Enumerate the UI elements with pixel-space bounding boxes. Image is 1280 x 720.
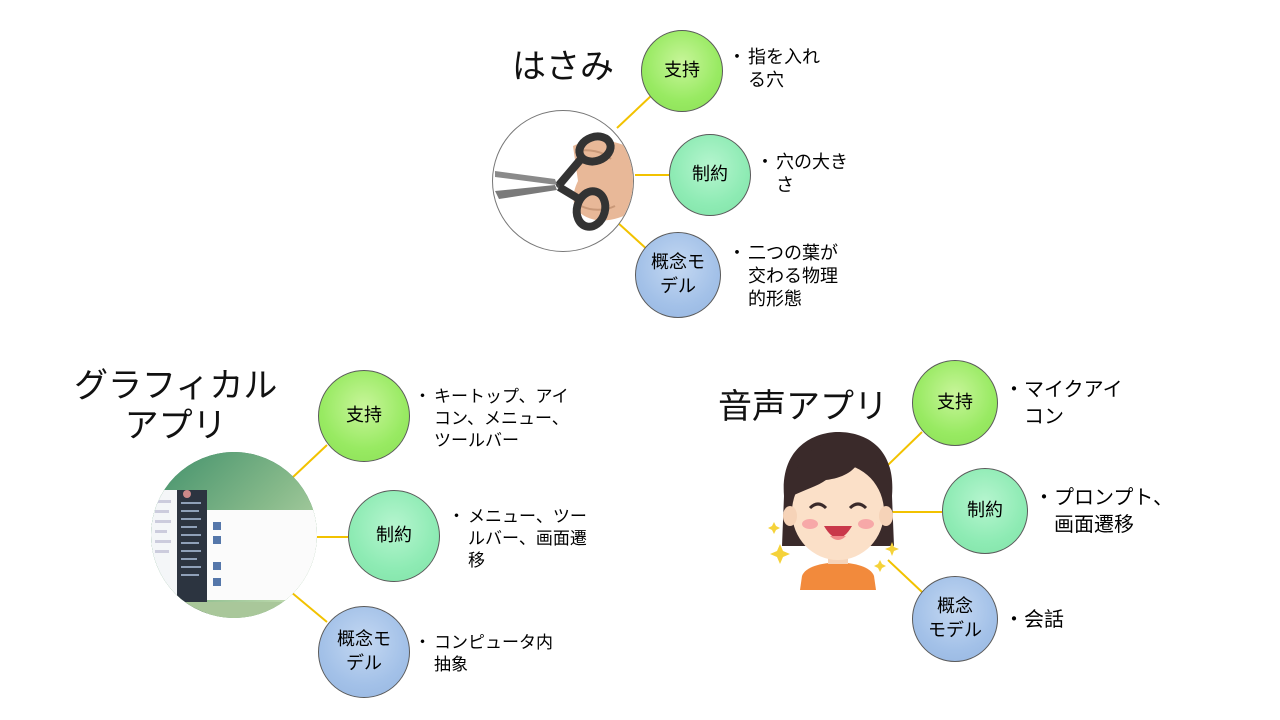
bullet-dot: ・ (414, 633, 431, 653)
scissors-title: はさみ (512, 47, 614, 87)
voice-model-node: 概念 モデル (912, 576, 998, 662)
gui-model-bullet: ・ コンピュータ内 抽象 (414, 632, 574, 676)
bullet-dot: ・ (414, 387, 431, 407)
gui-constraint-node: 制約 (348, 490, 440, 582)
scissors-constraint-bullet: ・ 穴の大き さ (756, 151, 896, 197)
scissors-support-connector (616, 94, 653, 129)
bullet-text: 会話 (1024, 607, 1064, 631)
gui-constraint-bullet: ・ メニュー、ツー ルバー、画面遷 移 (448, 506, 608, 572)
voice-constraint-bullet: ・ プロンプト、 画面遷移 (1034, 484, 1214, 538)
bullet-text: メニュー、ツー ルバー、画面遷 移 (468, 507, 587, 571)
gui-model-node: 概念モ デル (318, 606, 410, 698)
node-label: 制約 (376, 525, 412, 546)
scissors-model-node: 概念モ デル (635, 232, 721, 318)
scissors-support-bullet: ・ 指を入れ る穴 (728, 46, 868, 92)
bullet-text: マイクアイ コン (1024, 377, 1123, 428)
bullet-text: コンピュータ内 抽象 (434, 633, 553, 675)
voice-title: 音声アプリ (718, 387, 888, 427)
node-label: 概念モ デル (651, 252, 705, 297)
voice-model-bullet: ・ 会話 (1004, 606, 1124, 633)
bullet-dot: ・ (1004, 607, 1024, 631)
scissors-model-bullet: ・ 二つの葉が 交わる物理 的形態 (728, 242, 888, 311)
voice-image (768, 426, 908, 596)
bullet-dot: ・ (756, 152, 774, 173)
bullet-dot: ・ (728, 47, 746, 68)
scissors-in-hand-icon (495, 132, 633, 231)
gui-title: グラフィカル アプリ (74, 366, 278, 446)
node-label: 支持 (664, 60, 700, 81)
scissors-image (492, 110, 634, 252)
node-label: 概念 モデル (928, 596, 982, 641)
gui-support-node: 支持 (318, 370, 410, 462)
voice-model-connector (887, 559, 923, 593)
scissors-constraint-node: 制約 (669, 134, 751, 216)
gui-model-connector (290, 591, 328, 623)
bullet-text: 指を入れ る穴 (748, 47, 820, 91)
voice-constraint-node: 制約 (942, 468, 1028, 554)
node-label: 制約 (692, 164, 728, 185)
node-label: 支持 (346, 405, 382, 426)
bullet-dot: ・ (448, 507, 465, 527)
bullet-text: 穴の大き さ (776, 152, 848, 196)
bullet-dot: ・ (1004, 377, 1024, 401)
node-label: 制約 (967, 500, 1003, 521)
voice-support-node: 支持 (912, 360, 998, 446)
gui-image (151, 452, 317, 618)
voice-support-connector (887, 431, 923, 466)
bullet-text: プロンプト、 画面遷移 (1054, 485, 1173, 536)
scissors-support-node: 支持 (641, 30, 723, 112)
voice-support-bullet: ・ マイクアイ コン (1004, 376, 1164, 430)
bullet-text: キートップ、アイ コン、メニュー、 ツールバー (434, 387, 569, 451)
bullet-text: 二つの葉が 交わる物理 的形態 (748, 243, 838, 310)
gui-support-bullet: ・ キートップ、アイ コン、メニュー、 ツールバー (414, 386, 584, 452)
desktop-start-menu-screenshot-icon (151, 452, 317, 618)
gui-support-connector (291, 444, 328, 479)
bullet-dot: ・ (728, 243, 746, 264)
node-label: 支持 (937, 392, 973, 413)
node-label: 概念モ デル (337, 629, 391, 674)
smiling-girl-face-icon (768, 432, 899, 590)
bullet-dot: ・ (1034, 485, 1054, 509)
